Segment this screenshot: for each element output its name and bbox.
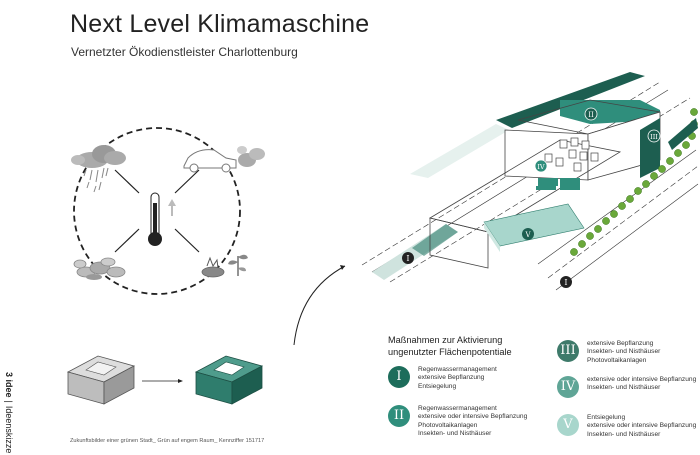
legend-line: extensive oder intensive Bepflanzung [587,422,697,430]
dry-plant-icon [201,254,248,278]
thermometer-icon [148,192,176,246]
legend-line: Entsiegelung [587,414,626,421]
legend-line: Insekten- und Nisthäuser [418,430,492,438]
legend-heading-line1: Maßnahmen zur Aktivierung [388,335,503,345]
plan-marker-V: V [522,228,534,240]
caption: Zukunftsbilder einer grünen Stadt_ Grün … [70,438,265,444]
rain-cloud-icon [71,145,126,193]
svg-text:V: V [524,231,531,239]
page-subtitle: Vernetzter Ökodienstleister Charlottenbu… [71,45,298,59]
site-plan [361,72,699,291]
plan-marker-II: II [584,107,598,121]
block-arrow-icon [178,379,183,383]
isometric-block-icon [66,355,136,405]
legend-line: Regenwassermanagement [418,366,497,373]
legend-badge: II [388,405,410,427]
legend-line: Insekten- und Nisthäuser [587,348,661,356]
plan-marker-III: III [647,129,661,143]
legend-badge: IV [557,376,579,398]
legend-heading: Maßnahmen zur Aktivierung ungenutzter Fl… [388,334,548,358]
isometric-green-block-icon [194,355,264,405]
arrow-icon [340,265,345,270]
cycle-dashed-circle [73,127,241,295]
svg-text:II: II [588,111,594,119]
legend-line: Insekten- und Nisthäuser [587,430,661,438]
legend-line: extensive oder intensive Bepflanzung [418,413,528,421]
plan-marker-I-bottom: I [560,276,572,288]
legend-badge: I [388,366,410,388]
legend-line: Photovoltaikanlagen [587,356,647,364]
svg-text:I: I [406,254,409,263]
legend-line: extensive oder intensive Bepflanzung [587,376,697,383]
page-title: Next Level Klimamaschine [70,10,370,38]
legend-line: extensive Bepflanzung [418,374,485,382]
legend-line: Insekten- und Nisthäuser [587,384,661,392]
legend-line: Photovoltaikanlagen [418,421,478,429]
legend-heading-line2: ungenutzter Flächenpotentiale [388,347,512,357]
cycle-spokes [114,169,200,253]
plan-marker-I-left: I [402,252,414,264]
rubble-icon [73,257,126,280]
svg-text:IV: IV [537,163,545,171]
plan-marker-IV: IV [534,159,548,173]
curve-arrow [293,265,346,346]
tree-row [570,108,698,256]
legend-badge: V [557,414,579,436]
svg-text:III: III [650,133,658,141]
legend-line: Regenwassermanagement [418,405,497,412]
legend-badge: III [557,340,579,362]
svg-text:I: I [564,278,567,287]
legend-line: Entsiegelung [418,382,457,390]
legend-line: extensive Bepflanzung [587,340,654,347]
car-exhaust-icon [183,146,265,173]
